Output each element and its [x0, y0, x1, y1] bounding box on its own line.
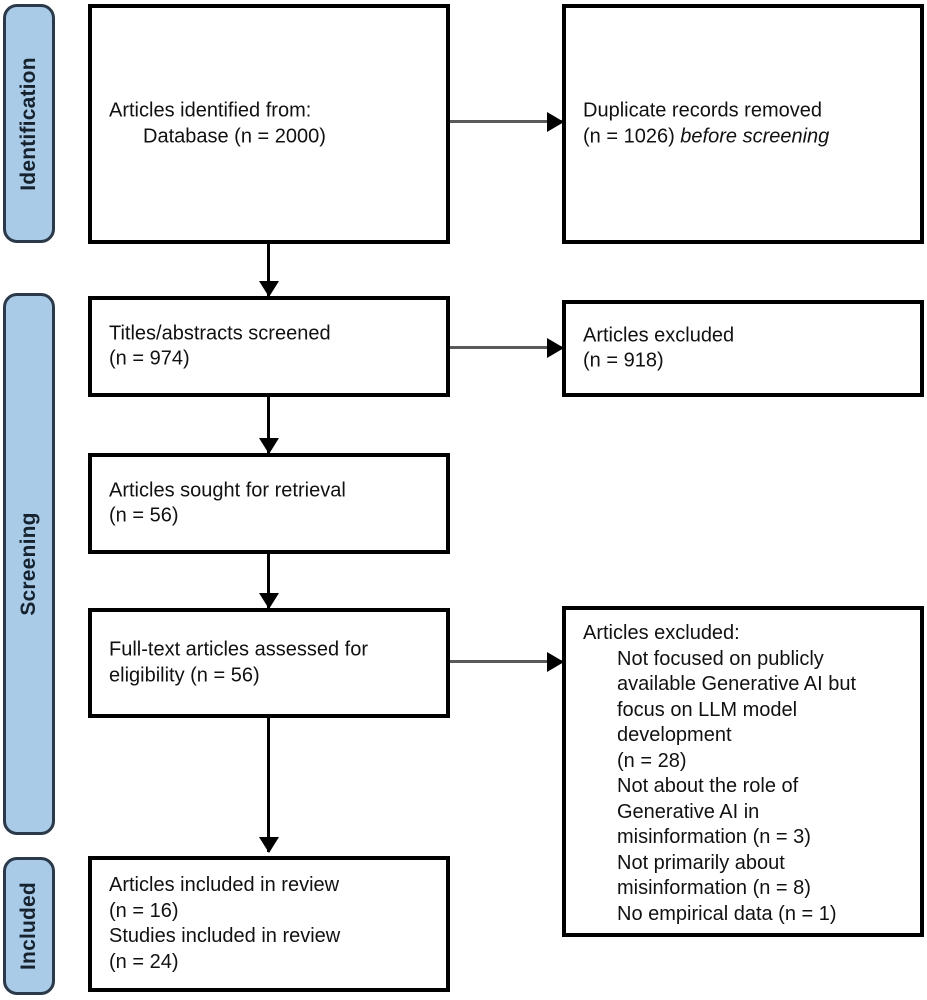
stage-label-screening: Screening	[17, 512, 40, 616]
arrow-sought-to-fulltext	[258, 554, 279, 609]
stage-pill-screening: Screening	[3, 293, 55, 835]
excluded-reason-item: Not primarily about misinformation (n = …	[617, 851, 811, 900]
included-line4: (n = 24)	[109, 950, 179, 973]
sought-retrieval-line1: Articles sought for retrieval	[109, 479, 346, 501]
excluded-eligibility-heading: Articles excluded:	[583, 622, 740, 644]
articles-identified-line1: Articles identified from:	[109, 99, 312, 122]
arrow-identified-to-duplicates	[450, 111, 564, 132]
box-articles-identified-text: Articles identified from: Database (n = 2…	[109, 99, 436, 150]
included-line3: Studies included in review	[109, 925, 341, 947]
box-fulltext-assessed-text: Full-text articles assessed for eligibili…	[109, 638, 436, 689]
excluded-reason-item: Not focused on publicly available Genera…	[617, 647, 857, 772]
fulltext-line1: Full-text articles assessed for	[109, 638, 368, 661]
titles-screened-line2: (n = 974)	[109, 347, 190, 370]
arrowhead-right-icon	[547, 111, 564, 132]
box-articles-excluded-screening-text: Articles excluded (n = 918)	[583, 323, 910, 374]
included-line2: (n = 16)	[109, 899, 179, 922]
arrowhead-down-icon	[258, 438, 279, 454]
box-articles-excluded-eligibility-text: Articles excluded: Not focused on publicl…	[583, 621, 910, 927]
box-duplicate-records-removed: Duplicate records removed (n = 1026) befo…	[562, 4, 924, 244]
box-titles-abstracts-screened-text: Titles/abstracts screened (n = 974)	[109, 321, 436, 372]
arrowhead-right-icon	[547, 651, 564, 672]
duplicates-line2-prefix: (n = 1026)	[583, 125, 681, 147]
box-articles-sought-retrieval: Articles sought for retrieval (n = 56)	[88, 453, 450, 554]
box-fulltext-assessed: Full-text articles assessed for eligibili…	[88, 608, 450, 718]
box-titles-abstracts-screened: Titles/abstracts screened (n = 974)	[88, 296, 450, 397]
arrowhead-down-icon	[258, 593, 279, 609]
arrow-screened-to-excluded	[450, 337, 564, 358]
sought-retrieval-line2: (n = 56)	[109, 504, 179, 527]
included-line1: Articles included in review	[109, 874, 340, 896]
arrow-screened-to-sought	[258, 397, 279, 454]
stage-pill-identification: Identification	[3, 4, 55, 243]
box-articles-excluded-eligibility: Articles excluded: Not focused on publicl…	[562, 606, 924, 937]
box-included-in-review-text: Articles included in review (n = 16) Studi…	[109, 873, 436, 975]
titles-screened-line1: Titles/abstracts screened	[109, 322, 331, 344]
excluded-screening-line2: (n = 918)	[583, 349, 664, 372]
stage-label-included: Included	[17, 882, 40, 970]
arrowhead-down-icon	[258, 281, 279, 297]
arrow-fulltext-to-excluded-eligibility	[450, 651, 564, 672]
box-duplicate-records-removed-text: Duplicate records removed (n = 1026) befo…	[583, 99, 910, 150]
box-included-in-review: Articles included in review (n = 16) Studi…	[88, 856, 450, 992]
box-articles-excluded-screening: Articles excluded (n = 918)	[562, 300, 924, 397]
fulltext-line2: eligibility (n = 56)	[109, 664, 260, 686]
articles-identified-line2: Database (n = 2000)	[143, 125, 326, 147]
arrow-fulltext-to-included	[258, 718, 279, 853]
stage-label-identification: Identification	[17, 56, 40, 191]
stage-pill-included: Included	[3, 857, 55, 995]
excluded-reason-item: Not about the role of Generative AI in m…	[617, 775, 811, 848]
excluded-screening-line1: Articles excluded	[583, 324, 735, 346]
duplicates-line1: Duplicate records removed	[583, 99, 822, 122]
box-articles-identified: Articles identified from: Database (n = 2…	[88, 4, 450, 244]
excluded-reason-item: No empirical data (n = 1)	[617, 902, 837, 925]
arrow-identified-to-screened	[258, 244, 279, 297]
box-articles-sought-retrieval-text: Articles sought for retrieval (n = 56)	[109, 478, 436, 529]
arrowhead-right-icon	[547, 337, 564, 358]
arrowhead-down-icon	[258, 837, 279, 853]
duplicates-line2-italic: before screening	[680, 125, 830, 147]
